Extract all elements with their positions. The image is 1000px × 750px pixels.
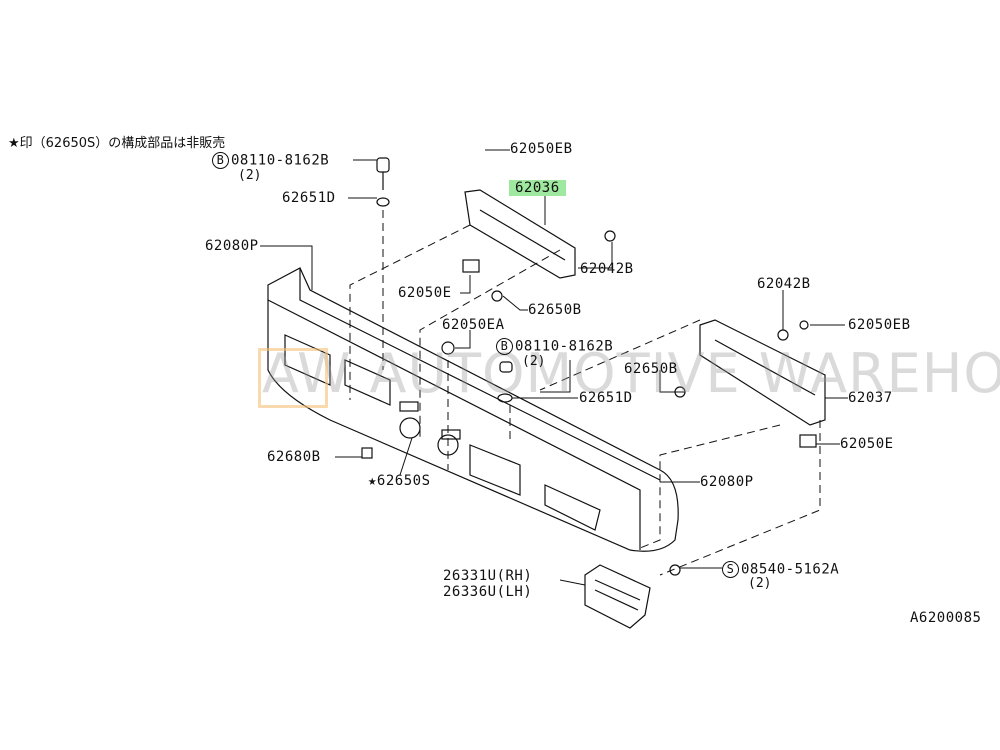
callout-bumper-assy[interactable]: ★62650S: [368, 473, 431, 489]
note-text: ★印（62650S）の構成部品は非販売: [8, 136, 226, 151]
callout-lamp-lh[interactable]: 26336U(LH): [443, 584, 533, 600]
callout-bolt-650b-top[interactable]: 62650B: [528, 302, 582, 318]
callout-bumper-right[interactable]: 62080P: [700, 474, 754, 490]
callout-clip-eb-top[interactable]: 62050EB: [510, 141, 573, 157]
watermark: AW AUTOMOTIVE WAREHOUSE: [262, 342, 1000, 405]
callout-washer-top[interactable]: 62651D: [282, 190, 336, 206]
b-circle-icon: B: [496, 338, 513, 355]
bumper-shape: [267, 267, 679, 552]
callout-bracket-highlighted[interactable]: 62036: [509, 180, 566, 196]
callout-clip-e-right[interactable]: 62050E: [840, 436, 894, 452]
part-number: 08110-8162B: [515, 338, 614, 355]
qty: (2): [238, 168, 262, 183]
callout-bracket-right[interactable]: 62037: [848, 390, 893, 406]
callout-bumper-left[interactable]: 62080P: [205, 238, 259, 254]
qty: (2): [522, 354, 546, 369]
callout-clip-eb-right[interactable]: 62050EB: [848, 317, 911, 333]
s-circle-icon: S: [722, 561, 739, 578]
callout-washer-mid[interactable]: 62651D: [579, 390, 633, 406]
callout-lamp-rh[interactable]: 26331U(RH): [443, 568, 533, 584]
callout-clip-ea[interactable]: 62050EA: [442, 317, 505, 333]
callout-clip-e-left[interactable]: 62050E: [398, 285, 452, 301]
callout-bolt-650b-right[interactable]: 62650B: [624, 361, 678, 377]
callout-nut-right[interactable]: 62042B: [757, 276, 811, 292]
b-circle-icon: B: [212, 152, 229, 169]
watermark-logo-frame: [258, 348, 328, 408]
diagram-id: A6200085: [910, 610, 982, 626]
qty: (2): [748, 576, 772, 591]
part-number: 08110-8162B: [231, 152, 330, 169]
part-number: 08540-5162A: [741, 561, 840, 578]
callout-nut-top[interactable]: 62042B: [580, 261, 634, 277]
callout-nut-680b[interactable]: 62680B: [267, 449, 321, 465]
